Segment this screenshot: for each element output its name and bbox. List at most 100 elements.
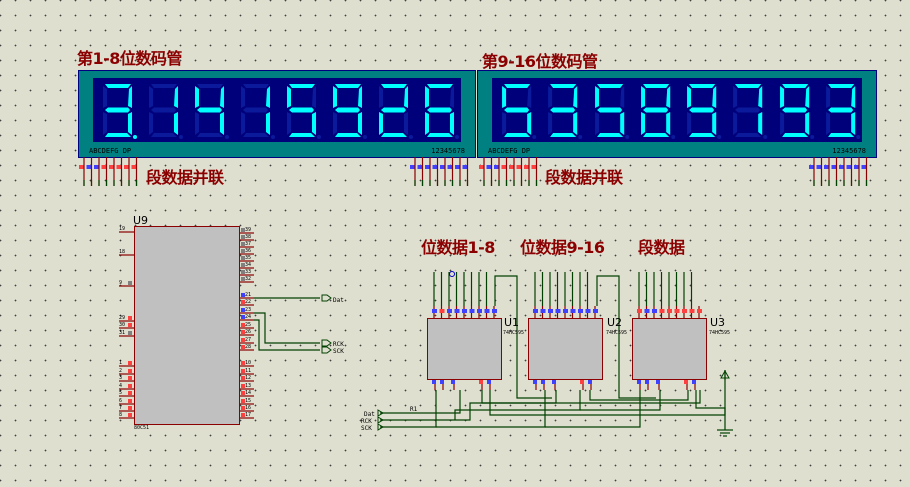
mcu-80c51[interactable] bbox=[134, 226, 240, 425]
terminal-dat-in[interactable] bbox=[377, 409, 384, 417]
pin-state-indicator bbox=[241, 399, 245, 403]
pin-state-indicator bbox=[816, 165, 822, 169]
segment-e bbox=[149, 112, 153, 135]
mcu-pin-number: 35 bbox=[245, 255, 251, 261]
mcu-pin-number: 19 bbox=[119, 226, 125, 232]
decimal-point bbox=[532, 135, 537, 139]
segment-c bbox=[850, 112, 855, 135]
pin-state-indicator bbox=[533, 309, 538, 313]
segment-g bbox=[243, 107, 268, 113]
segment-a bbox=[827, 84, 854, 88]
mcu-pin-number: 2 bbox=[119, 368, 122, 374]
wire-dat-ds bbox=[380, 390, 461, 414]
terminal-sck[interactable] bbox=[321, 346, 332, 354]
segment-b bbox=[174, 86, 178, 108]
decimal-point bbox=[809, 135, 814, 139]
decimal-point bbox=[624, 135, 629, 139]
mcu-ref-label: U9 bbox=[133, 214, 149, 227]
digit bbox=[185, 78, 231, 142]
mcu-pin-number: 21 bbox=[245, 292, 251, 298]
segment-d bbox=[243, 133, 269, 137]
shift-register-u2[interactable] bbox=[528, 318, 603, 380]
segment-d bbox=[642, 133, 669, 137]
decimal-point bbox=[317, 135, 321, 139]
pin-state-indicator bbox=[555, 309, 561, 313]
segment-e bbox=[825, 112, 830, 135]
segment-e bbox=[379, 112, 383, 135]
segment-c bbox=[450, 112, 454, 135]
shift-register-u1[interactable] bbox=[427, 318, 502, 380]
decimal-point bbox=[578, 135, 583, 139]
segment-f bbox=[241, 86, 245, 108]
segment-d bbox=[550, 133, 577, 137]
segment-f bbox=[687, 86, 692, 108]
terminal-sck-in[interactable] bbox=[377, 423, 384, 431]
segment-b bbox=[712, 86, 717, 108]
pin-state-indicator bbox=[477, 309, 482, 313]
segment-e bbox=[195, 112, 199, 135]
segment-f bbox=[594, 86, 599, 108]
mcu-pin-number: 14 bbox=[245, 390, 251, 396]
mcu-pin-number: 23 bbox=[245, 307, 251, 313]
segment-b bbox=[312, 86, 316, 108]
digit bbox=[723, 78, 769, 142]
pin-state-indicator bbox=[241, 361, 245, 365]
cascade-wire-u1-u2 bbox=[494, 275, 552, 399]
terminal-rck[interactable] bbox=[321, 339, 332, 347]
terminal-rck-in[interactable] bbox=[377, 416, 384, 424]
pin-state-indicator bbox=[241, 345, 245, 349]
shift-register-u3[interactable] bbox=[632, 318, 707, 380]
segment-e bbox=[779, 112, 784, 135]
segment-a bbox=[243, 84, 269, 88]
pin-state-indicator bbox=[124, 165, 129, 169]
mcu-pin-number: 39 bbox=[245, 227, 251, 233]
mcu-pin-number: 31 bbox=[119, 330, 125, 336]
terminal-dat[interactable] bbox=[321, 294, 332, 302]
segment-c bbox=[174, 112, 178, 135]
u2-ref-label: U2 bbox=[607, 316, 623, 329]
segment-c bbox=[404, 112, 408, 135]
u1-part-label: 74HC595 bbox=[503, 330, 525, 336]
pin-state-indicator bbox=[128, 281, 132, 285]
pin-state-indicator bbox=[861, 165, 867, 169]
decimal-point bbox=[225, 135, 229, 139]
pin-state-indicator bbox=[432, 380, 436, 384]
seven-segment-display-1[interactable]: ABCDEFG DP 12345678 bbox=[78, 70, 476, 158]
cascade-wire-u2-u3 bbox=[596, 275, 656, 399]
pin-state-indicator bbox=[484, 309, 490, 313]
segment-g bbox=[550, 107, 576, 113]
mcu-pin-number: 26 bbox=[245, 329, 251, 335]
mcu-pin-number: 1 bbox=[119, 360, 122, 366]
pin-state-indicator bbox=[588, 380, 592, 384]
segment-g bbox=[827, 107, 853, 113]
mcu-pin-number: 32 bbox=[245, 276, 251, 282]
mcu-pin-number: 7 bbox=[119, 405, 122, 411]
pin-state-indicator bbox=[241, 369, 245, 373]
segment-f bbox=[548, 86, 553, 108]
pin-state-indicator bbox=[469, 309, 475, 313]
seven-segment-display-2[interactable]: ABCDEFG DP 12345678 bbox=[477, 70, 877, 158]
pin-state-indicator bbox=[839, 165, 844, 169]
digit bbox=[93, 78, 139, 142]
pin-state-indicator bbox=[516, 165, 522, 169]
pin-state-indicator bbox=[509, 165, 514, 169]
pin-state-indicator bbox=[425, 165, 430, 169]
pin-state-indicator bbox=[241, 277, 245, 281]
segment-e bbox=[687, 112, 692, 135]
pin-state-indicator bbox=[824, 165, 829, 169]
segment-f bbox=[149, 86, 153, 108]
pin-state-indicator bbox=[578, 309, 583, 313]
pin-state-indicator bbox=[667, 309, 672, 313]
segment-e bbox=[733, 112, 738, 135]
pin-state-indicator bbox=[128, 323, 132, 327]
segment-f bbox=[287, 86, 291, 108]
segment-b bbox=[850, 86, 855, 108]
segment-f bbox=[825, 86, 830, 108]
probe-marker-icon[interactable] bbox=[449, 271, 455, 277]
pin-state-indicator bbox=[447, 309, 452, 313]
pin-state-indicator bbox=[684, 380, 688, 384]
mcu-pin-number: 11 bbox=[245, 368, 251, 374]
pin-state-indicator bbox=[492, 309, 497, 313]
mcu-pin-number: 8 bbox=[119, 412, 122, 418]
pin-state-indicator bbox=[552, 380, 556, 384]
